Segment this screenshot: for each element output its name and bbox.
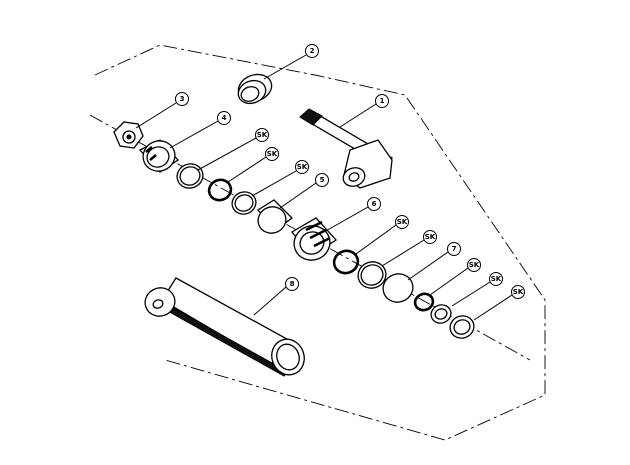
part-4-gland — [138, 139, 179, 173]
callout-7-label: 7 — [452, 245, 457, 253]
part-3-nut — [113, 121, 144, 149]
callout-sk-1: SK — [255, 128, 269, 142]
callout-4-label: 4 — [222, 114, 227, 122]
callout-5: 5 — [315, 173, 329, 187]
seal-ring-3-inner — [360, 264, 384, 286]
callout-sk-2: SK — [265, 147, 279, 161]
o-ring-1 — [207, 178, 233, 202]
callout-8-label: 8 — [290, 280, 295, 288]
callout-3-label: 3 — [180, 95, 185, 103]
callout-1: 1 — [375, 94, 389, 108]
callout-4: 4 — [217, 111, 231, 125]
o-ring-3 — [413, 292, 435, 312]
callout-sk-7: SK — [489, 272, 503, 286]
callout-7: 7 — [447, 242, 461, 256]
callout-sk-4-label: SK — [397, 218, 408, 226]
callout-sk-3-label: SK — [297, 163, 308, 171]
callout-3: 3 — [175, 92, 189, 106]
callout-sk-7-label: SK — [491, 275, 502, 283]
o-ring-2 — [332, 249, 360, 275]
seal-ring-5-inner — [453, 319, 471, 335]
leader-lines — [135, 54, 513, 321]
callout-sk-8-label: SK — [513, 288, 524, 296]
seal-ring-2-inner — [234, 194, 254, 212]
part-8-barrel — [144, 277, 305, 377]
callout-6: 6 — [367, 197, 381, 211]
assembly-outline — [94, 44, 546, 441]
callout-sk-8: SK — [511, 285, 525, 299]
callout-sk-6-label: SK — [469, 261, 480, 269]
part-2-ring — [237, 73, 273, 105]
part-7-seal — [382, 273, 414, 303]
part-5-spacer — [256, 199, 293, 234]
callout-2-label: 2 — [310, 47, 315, 55]
callout-sk-5-label: SK — [425, 233, 436, 241]
callout-sk-1-label: SK — [257, 131, 268, 139]
callout-sk-6: SK — [467, 258, 481, 272]
part-6-piston — [291, 217, 337, 261]
callout-8: 8 — [285, 277, 299, 291]
callout-sk-3: SK — [295, 160, 309, 174]
callout-1-label: 1 — [380, 97, 385, 105]
part-1-rod — [299, 108, 394, 189]
callout-5-label: 5 — [320, 176, 325, 184]
seal-ring-4-inner — [434, 308, 448, 320]
callout-sk-4: SK — [395, 215, 409, 229]
seal-ring-1-inner — [179, 166, 201, 186]
callout-sk-2-label: SK — [267, 150, 278, 158]
callout-sk-5: SK — [423, 230, 437, 244]
callout-6-label: 6 — [372, 200, 377, 208]
callout-2: 2 — [305, 44, 319, 58]
